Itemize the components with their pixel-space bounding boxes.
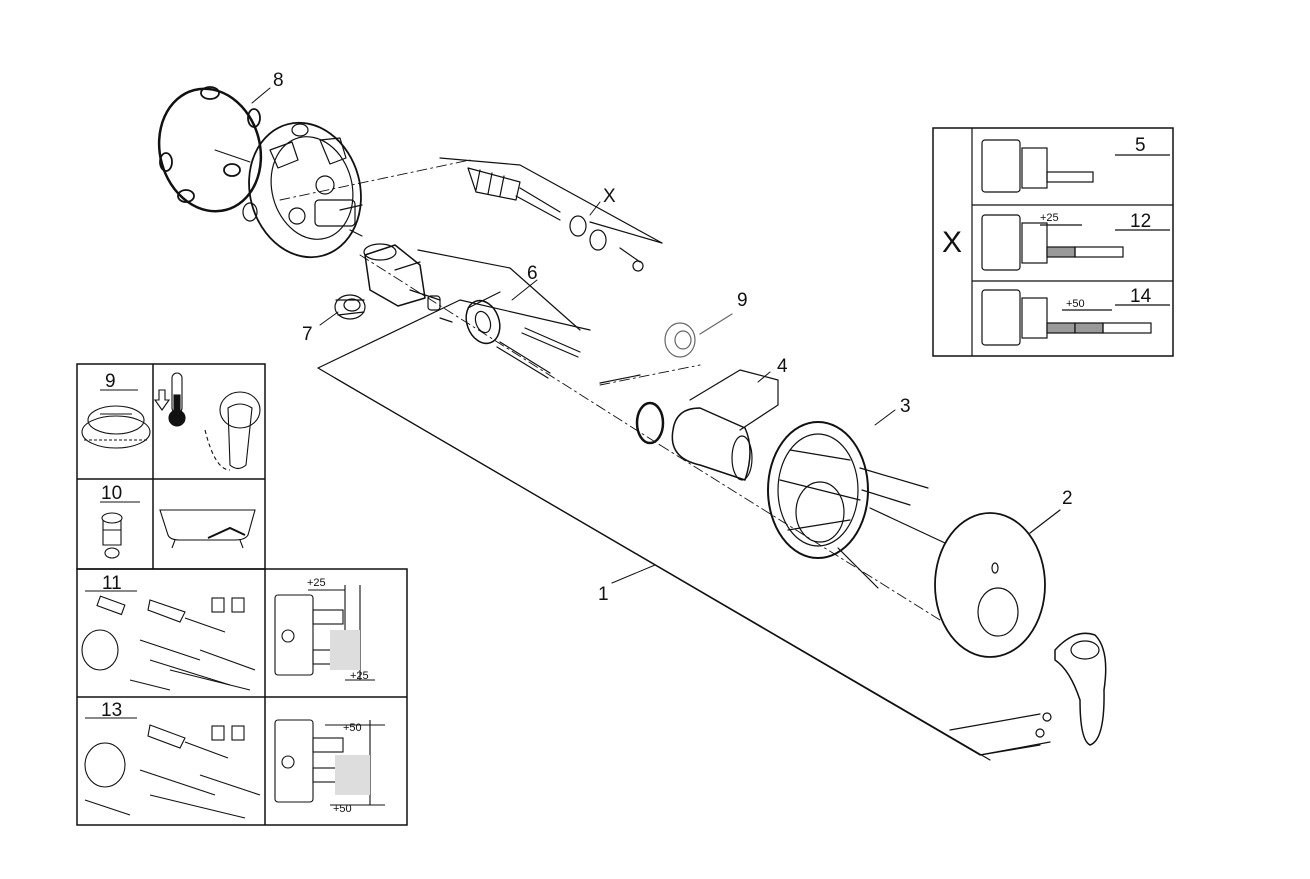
accessory-11-dimension-drawing xyxy=(274,585,375,681)
accessory-box xyxy=(76,363,408,826)
cartridge xyxy=(363,243,453,323)
callout-1: 1 xyxy=(598,584,609,605)
accessory-13-kit xyxy=(84,724,261,819)
bathtub-icon xyxy=(159,509,256,549)
accessory-11-kit xyxy=(81,595,256,691)
variant-row-14-body xyxy=(981,289,1170,346)
accessory-10-number: 10 xyxy=(101,483,122,504)
variant-box: X xyxy=(932,127,1174,357)
thermometer-icon xyxy=(168,372,186,427)
callout-7: 7 xyxy=(302,324,313,345)
accessory-11-number: 11 xyxy=(102,573,122,594)
part-6-bracket xyxy=(417,249,581,379)
variant-row-12-extension: +25 xyxy=(1040,212,1059,224)
variant-row-5-body xyxy=(981,139,1170,193)
accessory-11-dim-bottom: +25 xyxy=(350,670,369,682)
variant-row-14-extension: +50 xyxy=(1066,298,1085,310)
callout-9: 9 xyxy=(737,290,748,311)
callout-8: 8 xyxy=(273,70,284,91)
callout-x: X xyxy=(603,186,616,207)
part-4-sleeve xyxy=(635,369,779,481)
accessory-11-dim-top: +25 xyxy=(307,577,326,589)
part-3-mounting-plate xyxy=(767,421,946,589)
accessory-10-adapter xyxy=(101,512,123,559)
accessory-13-dim-bottom: +50 xyxy=(333,803,352,815)
variant-row-5-number: 5 xyxy=(1135,135,1146,156)
callout-6: 6 xyxy=(527,263,538,284)
accessory-9-cap xyxy=(81,405,151,449)
assembly-frame-lines xyxy=(317,299,1051,761)
callout-3: 3 xyxy=(900,396,911,417)
lever-handle xyxy=(1035,632,1107,746)
variant-row-14-number: 14 xyxy=(1130,286,1152,307)
variant-row-12-number: 12 xyxy=(1130,211,1151,232)
callouts: 8 X 6 7 9 4 3 2 1 xyxy=(273,70,1073,605)
accessory-13-dimension-drawing xyxy=(274,719,385,806)
axis-lines xyxy=(279,159,941,621)
part-9-cap xyxy=(664,313,733,358)
accessory-13-dim-top: +50 xyxy=(343,722,362,734)
accessory-9-number: 9 xyxy=(105,371,116,392)
variant-row-12-body xyxy=(981,214,1170,271)
lever-handle-icon xyxy=(204,391,261,471)
accessory-13-number: 13 xyxy=(101,700,122,721)
callout-2: 2 xyxy=(1062,488,1073,509)
part-7-seal xyxy=(334,294,366,320)
arrow-down-icon xyxy=(153,389,171,411)
variant-box-label: X xyxy=(942,226,962,259)
part-2-escutcheon xyxy=(934,509,1061,658)
valve-body xyxy=(242,121,363,259)
part-8-gasket xyxy=(157,86,263,213)
spindle-x xyxy=(439,157,663,272)
callout-leaders xyxy=(251,87,896,584)
callout-4: 4 xyxy=(777,356,788,377)
